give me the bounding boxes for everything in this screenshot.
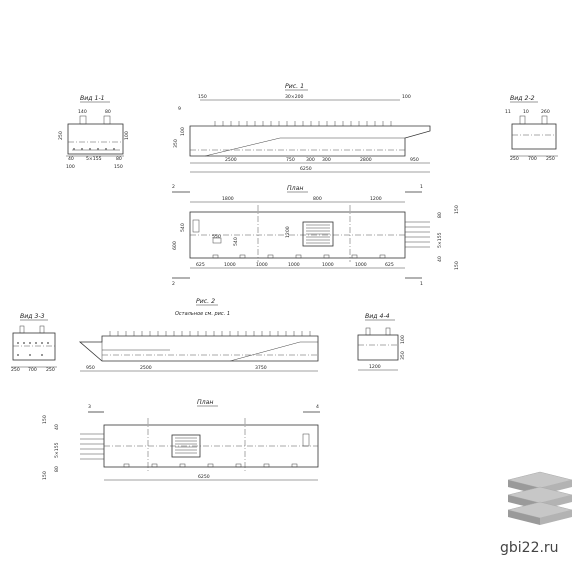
dim: 950	[410, 157, 419, 163]
view-1-1: Вид 1-1 140 80 250 100 40 5×155 100 150 …	[58, 95, 130, 170]
dim: 1200	[370, 196, 382, 202]
dim: 625	[196, 262, 205, 268]
dim: 6250	[198, 474, 210, 480]
figure-2: Рис. 2 Остальное см. рис. 1 950 2500 375…	[78, 298, 319, 372]
view-1-1-title: Вид 1-1	[80, 95, 105, 102]
dim: 1000	[256, 262, 268, 268]
section-mark: 2	[172, 184, 175, 190]
dim: 10	[523, 109, 529, 115]
dim: 150	[42, 415, 48, 424]
view-4-4-title: Вид 4-4	[365, 313, 390, 320]
dim: 40	[54, 424, 60, 430]
dim: 1000	[355, 262, 367, 268]
dim: 300	[322, 157, 331, 163]
dim: 1000	[322, 262, 334, 268]
view-2-2: Вид 2-2 11 10 260 250 700 250	[505, 95, 558, 162]
dim: 100	[124, 131, 130, 140]
section-mark: 3	[88, 404, 91, 410]
dim: 140	[78, 109, 87, 115]
dim: 540	[233, 237, 239, 246]
dim: 80	[54, 466, 60, 472]
dim: 625	[385, 262, 394, 268]
plan-1-title: План	[287, 185, 303, 192]
dim: 150	[454, 205, 460, 214]
dim: 2800	[360, 157, 372, 163]
section-mark: 4	[316, 404, 319, 410]
dim: 2500	[225, 157, 237, 163]
dim: 150	[198, 94, 207, 100]
dim: 1000	[224, 262, 236, 268]
dim: 550	[212, 234, 221, 240]
dim: 250	[11, 367, 20, 373]
view-3-3: Вид 3-3 250 700 250	[11, 313, 57, 373]
plan-2-title: План	[197, 399, 213, 406]
figure-1-title: Рис. 1	[285, 83, 304, 90]
dim: 350	[400, 351, 406, 360]
dim: 700	[528, 156, 537, 162]
dim: 100	[180, 127, 186, 136]
figure-1: Рис. 1 30×200 150 100 9 350 100 2	[173, 83, 431, 173]
dim: 80	[105, 109, 111, 115]
dim: 950	[86, 365, 95, 371]
dim: 250	[546, 156, 555, 162]
site-name: gbi22.ru	[500, 540, 559, 556]
watermark: gbi22.ru	[500, 471, 573, 556]
section-mark: 2	[172, 281, 175, 287]
dim: 40	[68, 156, 74, 162]
dim: 5×155	[86, 156, 102, 162]
dim: 800	[313, 196, 322, 202]
dim: 100	[402, 94, 411, 100]
dim: 80	[437, 212, 443, 218]
dim: 1800	[222, 196, 234, 202]
dim: 150	[114, 164, 123, 170]
dim: 6250	[300, 166, 312, 172]
view-2-2-title: Вид 2-2	[510, 95, 535, 102]
view-4-4: Вид 4-4 100 350 1200	[357, 313, 406, 371]
section-mark: 1	[420, 184, 423, 190]
figure-2-title: Рис. 2	[196, 298, 215, 305]
dim: 9	[178, 106, 181, 112]
dim: 300	[306, 157, 315, 163]
dim: 30×200	[285, 94, 304, 100]
dim: 750	[286, 157, 295, 163]
view-3-3-title: Вид 3-3	[20, 313, 45, 320]
plan-2: План 3 4 150 40 5×155 80 1	[42, 399, 320, 481]
dim: 600	[172, 241, 178, 250]
section-mark: 1	[420, 281, 423, 287]
dim: 40	[437, 256, 443, 262]
dim: 100	[400, 335, 406, 344]
dim: 2500	[140, 365, 152, 371]
dim: 250	[46, 367, 55, 373]
dim: 250	[58, 131, 64, 140]
dim: 80	[116, 156, 122, 162]
dim: 250	[510, 156, 519, 162]
dim: 1200	[285, 226, 291, 238]
dim: 1000	[288, 262, 300, 268]
dim: 150	[42, 471, 48, 480]
dim: 1200	[369, 364, 381, 370]
dim: 3750	[255, 365, 267, 371]
dim: 150	[454, 261, 460, 270]
dim: 11	[505, 109, 511, 115]
dim: 100	[66, 164, 75, 170]
dim: 540	[180, 223, 186, 232]
stacked-slabs-logo	[507, 471, 573, 525]
figure-2-note: Остальное см. рис. 1	[175, 311, 230, 317]
dim: 700	[28, 367, 37, 373]
dim: 260	[541, 109, 550, 115]
dim: 350	[173, 139, 179, 148]
dim: 5×155	[54, 442, 60, 458]
plan-1: План 2 2 1 1 1800 800 1200	[172, 184, 460, 287]
dim: 5×155	[437, 232, 443, 248]
